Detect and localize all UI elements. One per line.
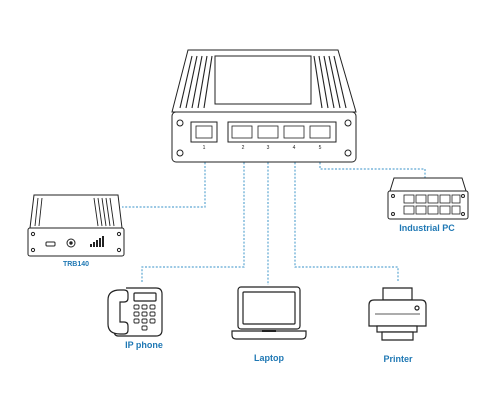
switch-fins-left	[179, 55, 213, 109]
ip-phone-device	[107, 287, 163, 337]
switch-port-5	[309, 125, 331, 139]
screw-icon	[30, 247, 36, 253]
printer-body	[368, 299, 427, 327]
port-number-1: 1	[203, 145, 206, 151]
printer-device	[368, 287, 427, 341]
industrial-pc-device	[387, 177, 469, 220]
printer-paper-out	[381, 331, 414, 341]
port-number-labels: 1 2 3 4 5	[203, 145, 322, 151]
screw-icon	[391, 194, 395, 198]
phone-handset-icon	[107, 289, 129, 335]
industrial-pc-ports	[403, 194, 461, 215]
screw-icon	[344, 149, 352, 157]
phone-keypad-icon	[133, 304, 156, 331]
switch-port-1	[190, 121, 218, 143]
screw-icon	[116, 231, 122, 237]
laptop-label: Laptop	[254, 353, 284, 363]
port-number-3: 3	[267, 145, 270, 151]
router-device	[27, 194, 125, 257]
phone-display	[133, 292, 157, 302]
switch-port-4	[283, 125, 305, 139]
cable-port5-industrial-pc	[319, 148, 426, 178]
printer-output-slot	[376, 325, 418, 333]
cables	[122, 148, 426, 285]
screw-icon	[176, 149, 184, 157]
port-number-4: 4	[293, 145, 296, 151]
laptop-screen	[242, 291, 296, 325]
screw-icon	[391, 212, 395, 216]
port-number-2: 2	[242, 145, 245, 151]
industrial-pc-top-face	[389, 177, 467, 192]
screw-icon	[344, 119, 352, 127]
switch-top-panel	[214, 55, 312, 105]
usb-port-icon	[45, 241, 56, 247]
screw-icon	[461, 194, 465, 198]
printer-label: Printer	[383, 354, 413, 364]
screw-icon	[30, 231, 36, 237]
cable-port2-ip-phone	[141, 148, 245, 283]
switch-port-block	[227, 121, 337, 143]
laptop-keyboard-base	[231, 330, 307, 340]
screw-icon	[461, 212, 465, 216]
cable-port4-printer	[294, 148, 399, 282]
switch-port-3	[257, 125, 279, 139]
router-label: TRB140	[63, 261, 89, 268]
laptop-device	[231, 286, 307, 340]
ip-phone-label: IP phone	[125, 340, 163, 350]
router-fins	[34, 197, 115, 227]
screw-icon	[116, 247, 122, 253]
switch-port-2	[231, 125, 253, 139]
printer-button-icon	[414, 305, 420, 311]
ethernet-switch	[171, 49, 357, 163]
printer-paper-tray	[382, 287, 413, 301]
screw-icon	[176, 119, 184, 127]
cable-port1-router	[122, 148, 206, 208]
switch-fins-right	[313, 55, 347, 109]
router-front-face	[27, 227, 125, 257]
port-number-5: 5	[319, 145, 322, 151]
signal-leds-icon	[90, 236, 104, 247]
power-connector-pin-icon	[69, 241, 73, 245]
industrial-pc-label: Industrial PC	[399, 223, 455, 233]
